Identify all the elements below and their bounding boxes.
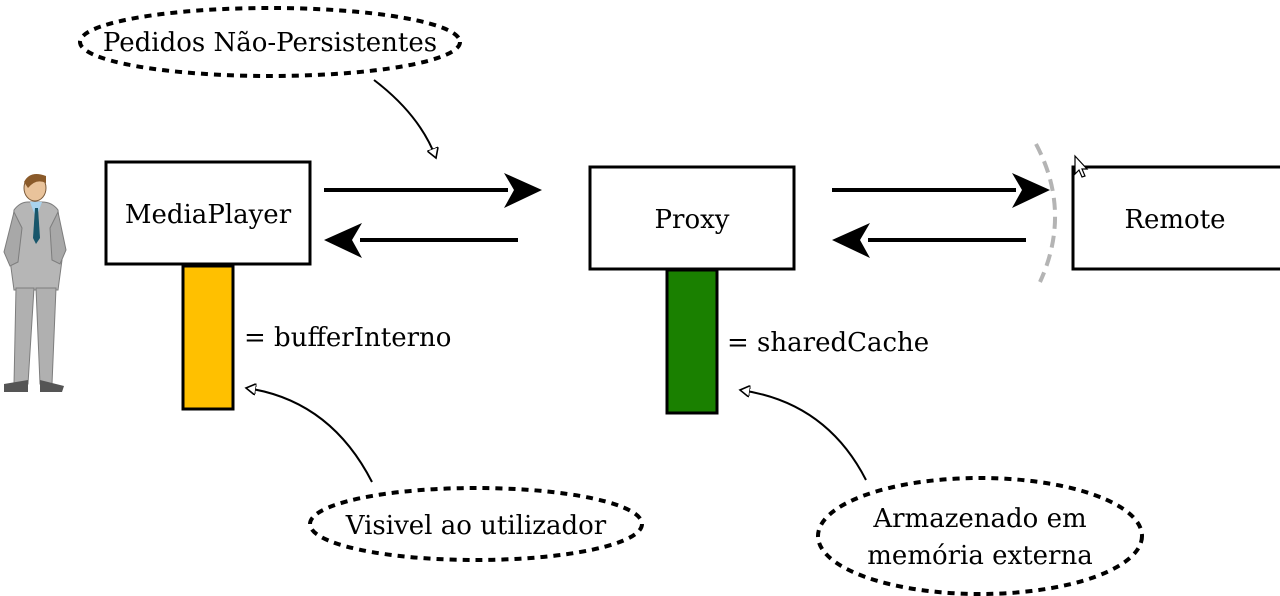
buffer-interno-bar [181,264,235,411]
shared-cache-label: = sharedCache [727,328,929,358]
callout-bottom-right: Armazenado em memória externa [740,390,1144,596]
shared-cache-bar [665,268,719,415]
callout-bottom-left-text: Visivel ao utilizador [345,511,607,541]
buffer-interno-label: = bufferInterno [244,323,451,353]
callout-bottom-left-connector [246,388,373,483]
callout-top-text: Pedidos Não-Persistentes [103,28,437,58]
callout-top: Pedidos Não-Persistentes [78,6,462,158]
remote-box: Remote [1071,165,1280,271]
callout-bottom-right-line2: memória externa [867,541,1092,571]
user-person-icon [3,174,67,392]
arrow-proxy-to-mediaplayer [324,223,518,258]
callout-bottom-right-line1: Armazenado em [872,504,1086,534]
proxy-box: Proxy [588,165,796,271]
arrow-remote-to-proxy [832,223,1026,258]
proxy-label: Proxy [655,205,730,235]
arrow-mediaplayer-to-proxy [324,173,542,208]
callout-bottom-right-connector [740,390,867,481]
network-boundary-arc [1034,143,1058,283]
mouse-cursor-icon [1074,154,1089,178]
callout-bottom-left: Visivel ao utilizador [246,388,644,562]
arrow-proxy-to-remote [832,173,1050,208]
mediaplayer-box: MediaPlayer [104,160,312,266]
callout-top-connector [373,79,436,158]
mediaplayer-label: MediaPlayer [125,200,292,230]
remote-label: Remote [1124,205,1225,235]
